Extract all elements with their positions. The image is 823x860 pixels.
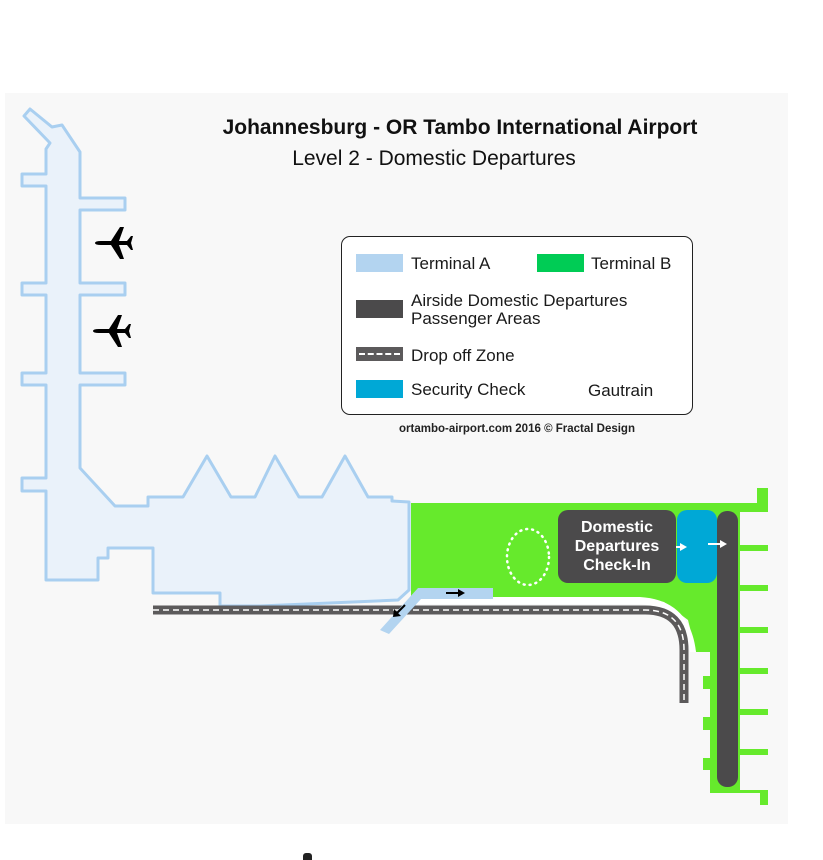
legend-drop-off: Drop off Zone xyxy=(411,346,515,365)
drop-off-swatch xyxy=(356,347,403,361)
small-icon xyxy=(303,853,312,860)
arrow-right-icon xyxy=(446,589,465,597)
legend-gautrain: Gautrain xyxy=(588,381,654,400)
airside-pier xyxy=(717,511,738,787)
checkin-line1: Domestic xyxy=(580,519,654,536)
airplane-icon xyxy=(95,227,133,259)
legend-airside-line1: Airside Domestic Departures xyxy=(411,291,628,310)
checkin-line2: Departures xyxy=(574,538,660,555)
checkin-line3: Check-In xyxy=(583,557,651,574)
legend: Terminal A Terminal B Airside Domestic D… xyxy=(341,236,693,415)
checkin-area: Domestic Departures Check-In xyxy=(558,510,676,583)
terminal-a-swatch xyxy=(356,254,403,272)
legend-security: Security Check xyxy=(411,380,526,399)
map-title: Johannesburg - OR Tambo International Ai… xyxy=(222,116,698,139)
terminal-b-swatch xyxy=(537,254,584,272)
drop-off-road xyxy=(153,605,689,703)
map-subtitle: Level 2 - Domestic Departures xyxy=(292,147,576,170)
airplane-icon xyxy=(93,315,131,347)
legend-terminal-b: Terminal B xyxy=(591,254,672,273)
security-check xyxy=(677,510,717,583)
walkway xyxy=(380,588,493,634)
legend-airside-line2: Passenger Areas xyxy=(411,309,541,328)
arrow-down-left-icon xyxy=(393,604,406,617)
arrow-right-icon xyxy=(708,540,727,548)
credit-text: ortambo-airport.com 2016 © Fractal Desig… xyxy=(399,423,635,435)
legend-terminal-a: Terminal A xyxy=(411,254,491,273)
gautrain-marker xyxy=(505,527,551,587)
airside-swatch xyxy=(356,300,403,318)
map-panel xyxy=(5,93,788,824)
terminal-a xyxy=(20,107,411,608)
security-swatch xyxy=(356,380,403,398)
